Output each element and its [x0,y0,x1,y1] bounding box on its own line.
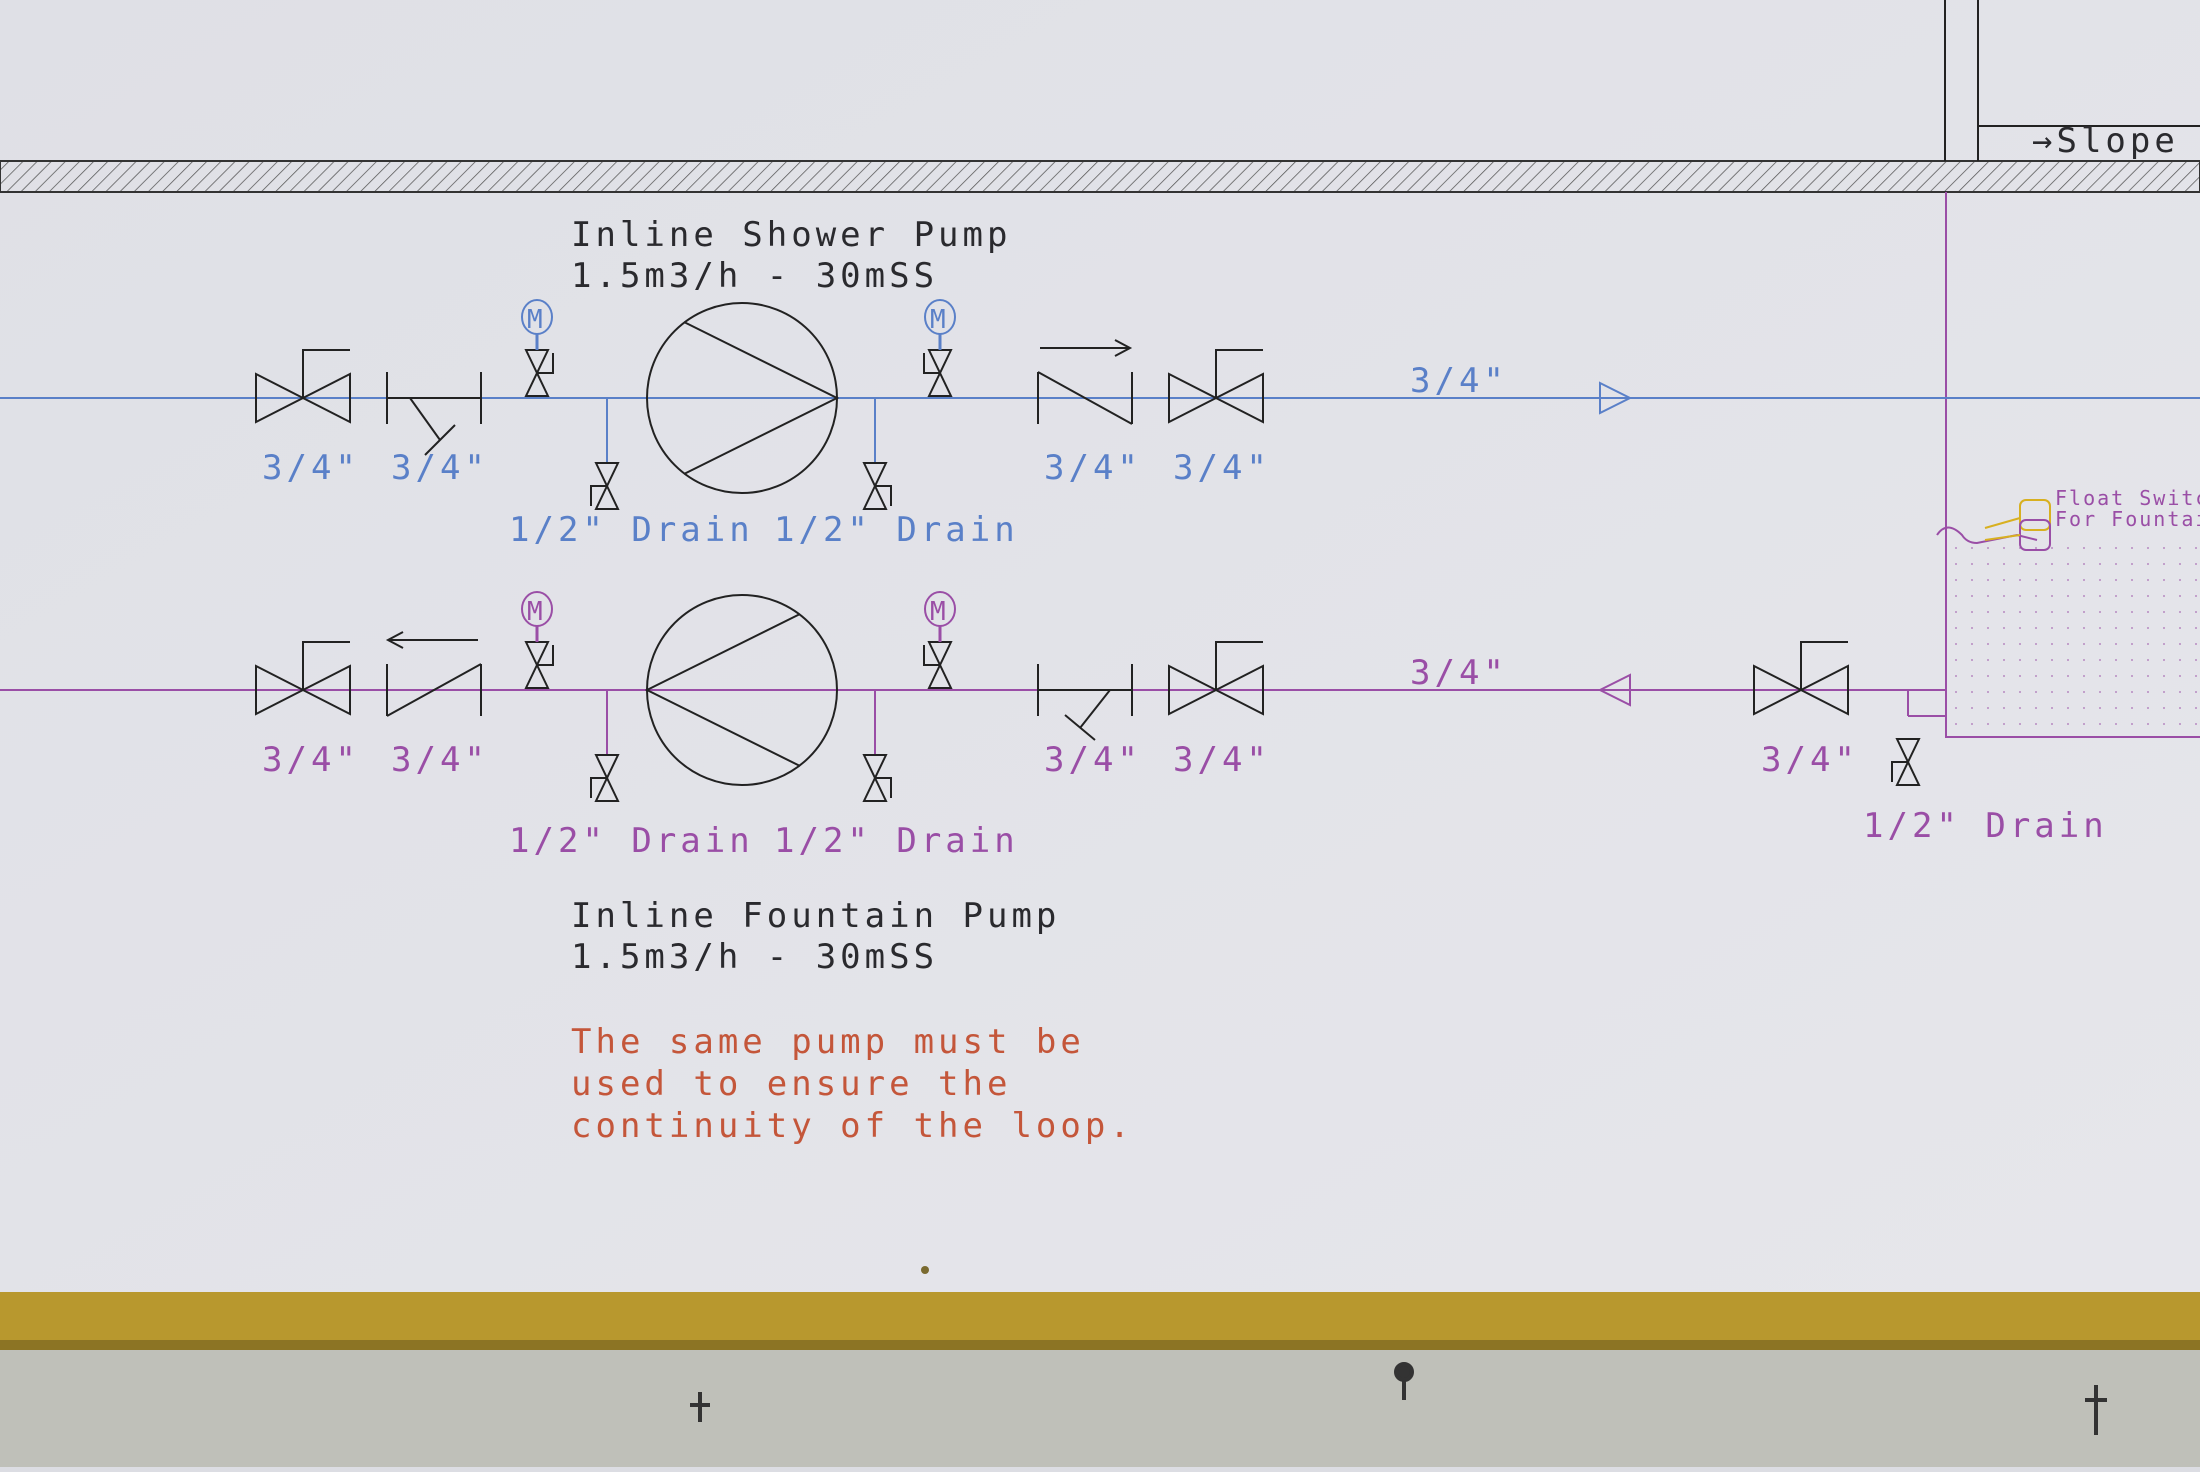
note-line: The same pump must be [571,1022,1085,1062]
strainer-icon [1037,664,1133,741]
shower-pipe-line [0,397,2200,463]
check-valve-icon [385,631,482,717]
drain-label: 1/2" Drain [509,510,754,550]
check-valve-icon [1037,339,1133,425]
note-line: continuity of the loop. [571,1106,1134,1146]
pipe-size-label: 3/4" [1410,361,1508,401]
drain-label: 1/2" Drain [774,510,1019,550]
fountain-tank-wall [1945,192,2200,738]
top-right-box [1944,0,2200,161]
slope-label: →Slope %1 [2032,121,2200,161]
motor-valve-icon: M [923,299,956,397]
float-switch-icon [1936,499,2051,551]
svg-text:M: M [930,305,946,335]
fountain-pump-spec: 1.5m3/h - 30mSS [571,937,938,977]
shower-pump-title: Inline Shower Pump [571,215,1011,255]
pipe-size-label: 3/4" [1410,653,1508,693]
valve-size-label: 3/4" [1044,740,1142,780]
valve-size-label: 3/4" [391,448,489,488]
strainer-icon [386,372,482,456]
fountain-water [1950,545,2200,733]
flow-direction-arrow-icon [1599,381,1633,415]
shower-pump-icon [646,302,840,494]
valve-size-label: 3/4" [1173,448,1271,488]
motor-valve-icon: M [521,299,554,397]
valve-size-label: 3/4" [262,448,360,488]
valve-size-label: 3/4" [1044,448,1142,488]
wall-surface [0,1350,2200,1467]
flow-direction-arrow-icon [1597,673,1631,707]
svg-text:M: M [930,597,946,627]
valve-size-label: 3/4" [1761,740,1859,780]
svg-text:M: M [527,305,543,335]
valve-size-label: 3/4" [262,740,360,780]
wall-marks [690,1362,2107,1435]
float-switch-label: For Fountain [2055,507,2200,531]
valve-size-label: 3/4" [391,740,489,780]
motor-valve-icon: M [923,591,956,689]
drain-label: 1/2" Drain [774,821,1019,861]
shower-pump-spec: 1.5m3/h - 30mSS [571,256,938,296]
float-switch-label: Float Switch [2055,486,2200,510]
valve-size-label: 3/4" [1173,740,1271,780]
motor-valve-icon: M [521,591,554,689]
paper-sheet [0,0,2200,1292]
fountain-pump-icon [644,594,838,786]
fountain-pump-title: Inline Fountain Pump [571,896,1060,936]
hatched-wall-band [0,160,2200,193]
note-line: used to ensure the [571,1064,1011,1104]
drain-label: 1/2" Drain [509,821,754,861]
fountain-pipe-line [0,689,1946,755]
svg-text:M: M [527,597,543,627]
drain-label: 1/2" Drain [1863,806,2108,846]
